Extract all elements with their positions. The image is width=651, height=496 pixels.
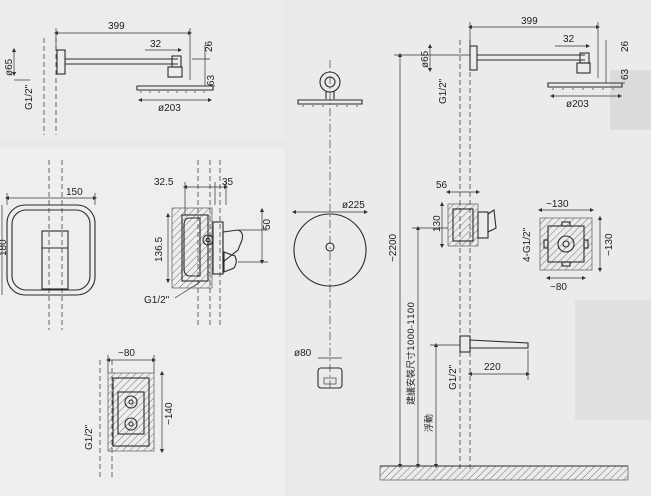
floating-note-label: 浮動: [423, 414, 435, 432]
install-note-label: 建議安裝尺寸1000-1100: [405, 302, 417, 405]
r-head-height-label: 26: [620, 40, 631, 52]
wall-plate-view: 150 180: [0, 160, 98, 330]
r-thread-top-label: G1/2": [438, 78, 449, 104]
plate-height-label: 180: [0, 239, 9, 256]
valve-height-label: ~140: [164, 402, 175, 425]
r-head-diameter-label: ø203: [566, 99, 589, 110]
spout-diameter-label: ø80: [294, 348, 312, 359]
thread-label: G1/2": [24, 84, 35, 110]
r-thread-bottom-label: G1/2": [448, 364, 459, 390]
plate-diameter-label: ø225: [342, 200, 365, 211]
r-flange-diameter-label: ø65: [420, 50, 431, 68]
detail-width-label: ~130: [546, 199, 569, 210]
head-diameter-label: ø203: [158, 103, 181, 114]
r-connector-height-label: 63: [620, 68, 631, 80]
valve-width-label: ~80: [118, 348, 135, 359]
faded-area-2: [575, 300, 651, 420]
head-height-label: 26: [204, 40, 215, 52]
valve-thread-label: G1/2": [84, 424, 95, 450]
r-head-offset-label: 32: [563, 34, 575, 45]
r-valve-height-label: 130: [432, 215, 443, 232]
valve-detail-view: ~130 ~130 ~80 4-G1/2": [522, 199, 615, 293]
mixer-thread-label: G1/2": [144, 295, 170, 306]
flange-diameter-label: ø65: [4, 58, 15, 76]
depth-a-label: 32.5: [154, 177, 174, 188]
connector-height-label: 63: [206, 74, 217, 86]
head-offset-label: 32: [150, 39, 162, 50]
r-valve-width-label: 56: [436, 180, 448, 191]
front-view: ø225 ø80: [291, 60, 369, 390]
showerhead-left-view: 399 32 26 63 ø203 ø65 G1/2": [4, 21, 217, 135]
detail-ports-label: 4-G1/2": [522, 227, 533, 262]
spout-length-label: 220: [484, 362, 501, 373]
plate-width-label: 150: [66, 187, 83, 198]
r-arm-length-label: 399: [521, 16, 538, 27]
faded-area: [610, 70, 651, 130]
right-elevation-view: 399 32 26 63 ø203 ø65 G1/2" ~2200 建議安裝尺寸…: [379, 16, 631, 481]
panel-right: [288, 0, 651, 496]
lever-height-label: 50: [262, 218, 273, 230]
depth-b-label: 35: [222, 177, 234, 188]
mixer-height-label: 136.5: [154, 237, 165, 262]
total-height-label: ~2200: [388, 233, 399, 262]
valve-box-view: ~80 ~140 G1/2": [84, 348, 175, 480]
panel-showerhead-left: [0, 0, 285, 140]
detail-height-label: ~130: [604, 233, 615, 256]
arm-length-label: 399: [108, 21, 125, 32]
mixer-side-view: 32.5 35 136.5 50 G1/2": [144, 160, 273, 325]
detail-inner-label: ~80: [550, 282, 567, 293]
